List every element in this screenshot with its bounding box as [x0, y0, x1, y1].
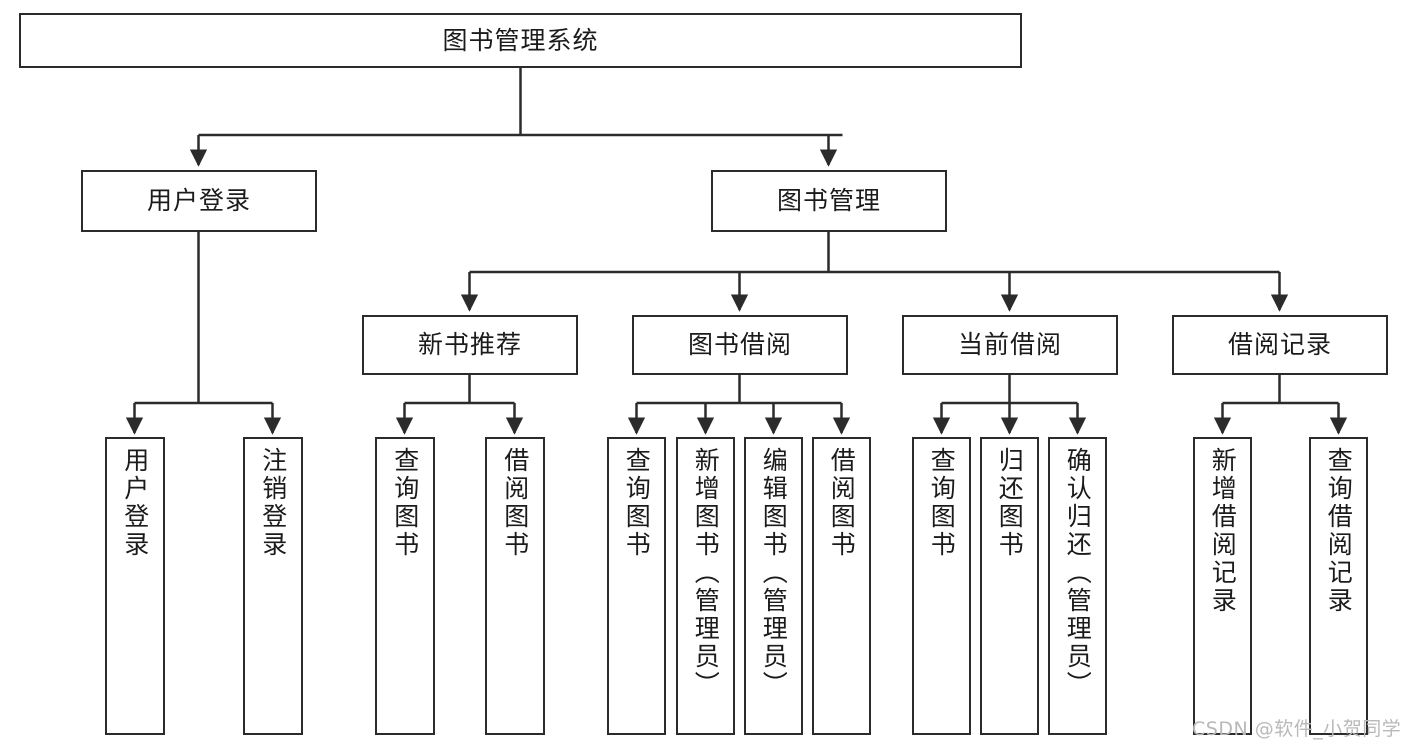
node-label: 当前借阅: [957, 330, 1062, 360]
node-new-book-recommend[interactable]: 新书推荐: [362, 315, 578, 375]
node-label: 新增借阅记录: [1208, 447, 1238, 615]
node-book-borrow[interactable]: 图书借阅: [632, 315, 848, 375]
node-label: 编辑图书（管理员）: [759, 447, 789, 699]
node-label: 借阅图书: [827, 447, 857, 559]
node-label: 确认归还（管理员）: [1063, 447, 1093, 699]
leaf-new-book-borrow[interactable]: 借阅图书: [485, 437, 545, 735]
node-label: 图书管理系统: [442, 25, 599, 55]
node-label: 图书借阅: [687, 330, 792, 360]
node-label: 注销登录: [258, 447, 288, 559]
node-root-system[interactable]: 图书管理系统: [19, 13, 1022, 68]
node-book-management[interactable]: 图书管理: [711, 170, 947, 232]
node-borrow-record[interactable]: 借阅记录: [1172, 315, 1388, 375]
node-label: 借阅记录: [1227, 330, 1332, 360]
node-current-borrow[interactable]: 当前借阅: [902, 315, 1118, 375]
leaf-book-borrow-borrow[interactable]: 借阅图书: [812, 437, 871, 735]
node-label: 借阅图书: [500, 447, 530, 559]
node-label: 图书管理: [776, 186, 881, 216]
leaf-borrow-record-add[interactable]: 新增借阅记录: [1193, 437, 1252, 735]
csdn-watermark: CSDN @软件_小贺同学: [1192, 718, 1402, 740]
node-label: 用户登录: [146, 186, 251, 216]
leaf-current-borrow-query[interactable]: 查询图书: [912, 437, 971, 735]
leaf-book-borrow-query[interactable]: 查询图书: [607, 437, 666, 735]
leaf-borrow-record-query[interactable]: 查询借阅记录: [1309, 437, 1368, 735]
leaf-user-login-logout[interactable]: 注销登录: [243, 437, 303, 735]
node-user-login[interactable]: 用户登录: [81, 170, 317, 232]
node-label: 新增图书（管理员）: [691, 447, 721, 699]
node-label: 查询图书: [390, 447, 420, 559]
node-label: 归还图书: [995, 447, 1025, 559]
node-label: 查询借阅记录: [1324, 447, 1354, 615]
node-label: 查询图书: [927, 447, 957, 559]
leaf-book-borrow-edit[interactable]: 编辑图书（管理员）: [744, 437, 803, 735]
node-label: 查询图书: [622, 447, 652, 559]
leaf-user-login-login[interactable]: 用户登录: [105, 437, 165, 735]
node-label: 新书推荐: [417, 330, 522, 360]
leaf-book-borrow-add[interactable]: 新增图书（管理员）: [676, 437, 735, 735]
leaf-new-book-query[interactable]: 查询图书: [375, 437, 435, 735]
node-label: 用户登录: [120, 447, 150, 559]
leaf-current-borrow-return[interactable]: 归还图书: [980, 437, 1039, 735]
leaf-current-borrow-confirm-return[interactable]: 确认归还（管理员）: [1048, 437, 1107, 735]
